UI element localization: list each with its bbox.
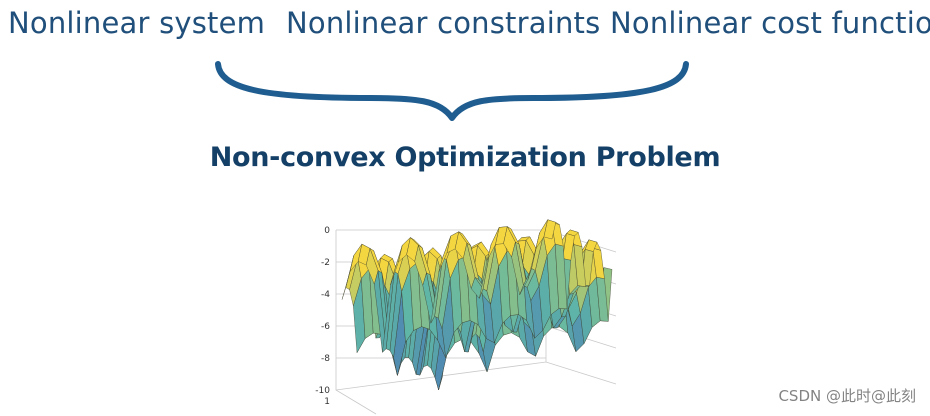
curly-brace [215, 61, 689, 121]
z-tick-label: -4 [321, 290, 330, 300]
z-tick-label: -6 [321, 322, 330, 332]
z-tick-label: -8 [321, 354, 330, 364]
surface-patch [543, 219, 557, 240]
surface-plot: 0 -2 -4 -6 -8 -10 1 [315, 219, 617, 415]
nonlinear-constraints-label: Nonlinear constraints [286, 6, 601, 40]
surface-mesh [341, 219, 613, 391]
nonlinear-system-label: Nonlinear system [8, 6, 266, 40]
non-convex-optimization-title: Non-convex Optimization Problem [209, 142, 721, 173]
z-tick-label: 0 [324, 226, 330, 236]
z-tick-label: -10 [315, 386, 330, 396]
csdn-watermark: CSDN @此时@此刻 [778, 387, 916, 405]
y-tick-label: 1 [324, 397, 330, 407]
z-tick-label: -2 [321, 258, 330, 268]
nonlinear-cost-function-label: Nonlinear cost function [610, 6, 930, 40]
